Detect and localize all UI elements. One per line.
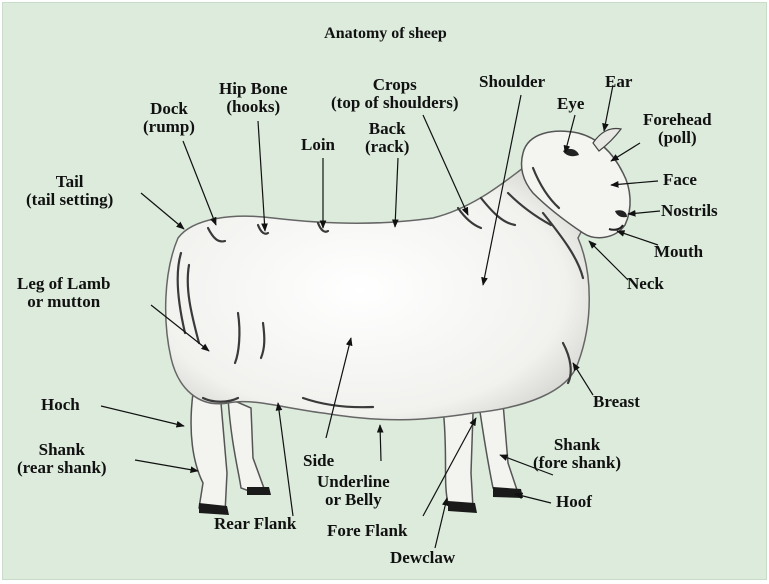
label-crops: Crops(top of shoulders): [331, 76, 459, 112]
label-hoof: Hoof: [556, 493, 592, 511]
label-side: Side: [303, 452, 334, 470]
label-back: Back(rack): [365, 120, 409, 156]
label-dewclaw: Dewclaw: [390, 549, 455, 567]
label-shank-fore: Shank(fore shank): [533, 436, 621, 472]
label-underline: Underlineor Belly: [317, 473, 390, 509]
label-ear: Ear: [605, 73, 632, 91]
label-neck: Neck: [627, 275, 664, 293]
label-shoulder: Shoulder: [479, 73, 545, 91]
label-rear-flank: Rear Flank: [214, 515, 296, 533]
label-hip-bone: Hip Bone(hooks): [219, 80, 288, 116]
label-shank-rear: Shank(rear shank): [17, 441, 107, 477]
label-tail: Tail(tail setting): [26, 173, 113, 209]
label-dock: Dock(rump): [143, 100, 195, 136]
label-hoch: Hoch: [41, 396, 80, 414]
sheep-body: [166, 159, 597, 419]
label-forehead: Forehead(poll): [643, 111, 712, 147]
label-leg-of-lamb: Leg of Lambor mutton: [17, 275, 111, 311]
diagram-title: Anatomy of sheep: [3, 25, 768, 43]
label-mouth: Mouth: [654, 243, 703, 261]
label-eye: Eye: [557, 95, 584, 113]
label-loin: Loin: [301, 136, 335, 154]
label-face: Face: [663, 171, 697, 189]
label-nostrils: Nostrils: [661, 202, 718, 220]
label-fore-flank: Fore Flank: [327, 522, 407, 540]
label-breast: Breast: [593, 393, 640, 411]
